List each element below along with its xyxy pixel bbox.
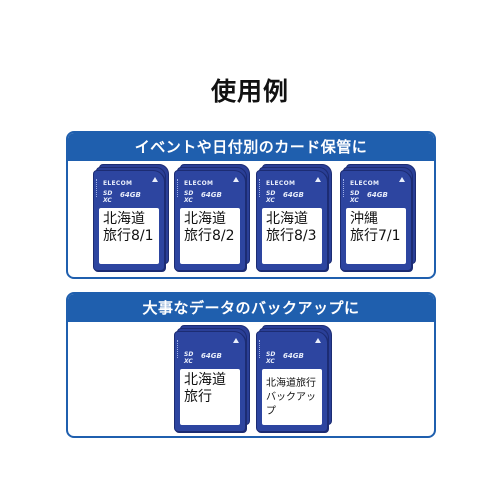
sd-card: SD XC 64GB 北海道旅行 バックアップ (256, 331, 328, 432)
insert-arrow-icon (315, 177, 321, 182)
sd-card: ELECOM SD XC 64GB 北海道 旅行8/1 (93, 170, 165, 271)
card-capacity: 64GB (283, 191, 304, 199)
sd-card-stack: ELECOM SD XC 64GB 北海道 旅行8/2 (174, 164, 250, 274)
sd-card: ELECOM SD XC 64GB 北海道 旅行8/3 (256, 170, 328, 271)
sd-card-stack: ELECOM SD XC 64GB 北海道 旅行8/1 (93, 164, 169, 274)
sd-card: SD XC 64GB 北海道 旅行 (174, 331, 246, 432)
sdxc-logo: SD XC (184, 351, 194, 365)
sdxc-logo: SD XC (350, 190, 360, 204)
card-capacity: 64GB (367, 191, 388, 199)
insert-arrow-icon (152, 177, 158, 182)
page-title: 使用例 (210, 77, 289, 106)
sdxc-logo: SD XC (266, 351, 276, 365)
card-notch (177, 340, 181, 358)
card-label: 北海道 旅行 (180, 369, 240, 425)
usage-panel-backup: 大事なデータのバックアップに SD XC 64GB 北海道 旅行 SD XC 6… (66, 292, 436, 438)
card-notch (96, 179, 100, 197)
card-label: 沖縄 旅行7/1 (346, 208, 406, 264)
insert-arrow-icon (315, 338, 321, 343)
sdxc-logo: SD XC (266, 190, 276, 204)
card-brand: ELECOM (184, 180, 214, 187)
sd-card-stack: SD XC 64GB 北海道 旅行 (174, 325, 250, 435)
sd-card-stack: ELECOM SD XC 64GB 沖縄 旅行7/1 (340, 164, 416, 274)
sd-card: ELECOM SD XC 64GB 沖縄 旅行7/1 (340, 170, 412, 271)
card-brand: ELECOM (103, 180, 133, 187)
card-brand: ELECOM (266, 180, 296, 187)
sd-card-stack: SD XC 64GB 北海道旅行 バックアップ (256, 325, 332, 435)
card-notch (343, 179, 347, 197)
card-capacity: 64GB (201, 352, 222, 360)
sdxc-logo: SD XC (184, 190, 194, 204)
sd-card-stack: ELECOM SD XC 64GB 北海道 旅行8/3 (256, 164, 332, 274)
insert-arrow-icon (399, 177, 405, 182)
card-brand: ELECOM (350, 180, 380, 187)
usage-panel-events: イベントや日付別のカード保管に ELECOM SD XC 64GB 北海道 旅行… (66, 131, 436, 279)
card-label: 北海道 旅行8/1 (99, 208, 159, 264)
sd-card: ELECOM SD XC 64GB 北海道 旅行8/2 (174, 170, 246, 271)
insert-arrow-icon (233, 177, 239, 182)
card-capacity: 64GB (120, 191, 141, 199)
panel-header: イベントや日付別のカード保管に (68, 133, 434, 161)
card-notch (259, 179, 263, 197)
card-capacity: 64GB (283, 352, 304, 360)
card-notch (177, 179, 181, 197)
insert-arrow-icon (233, 338, 239, 343)
card-label: 北海道 旅行8/3 (262, 208, 322, 264)
card-label: 北海道 旅行8/2 (180, 208, 240, 264)
card-capacity: 64GB (201, 191, 222, 199)
sdxc-logo: SD XC (103, 190, 113, 204)
panel-header: 大事なデータのバックアップに (68, 294, 434, 322)
card-notch (259, 340, 263, 358)
card-label: 北海道旅行 バックアップ (262, 369, 322, 425)
